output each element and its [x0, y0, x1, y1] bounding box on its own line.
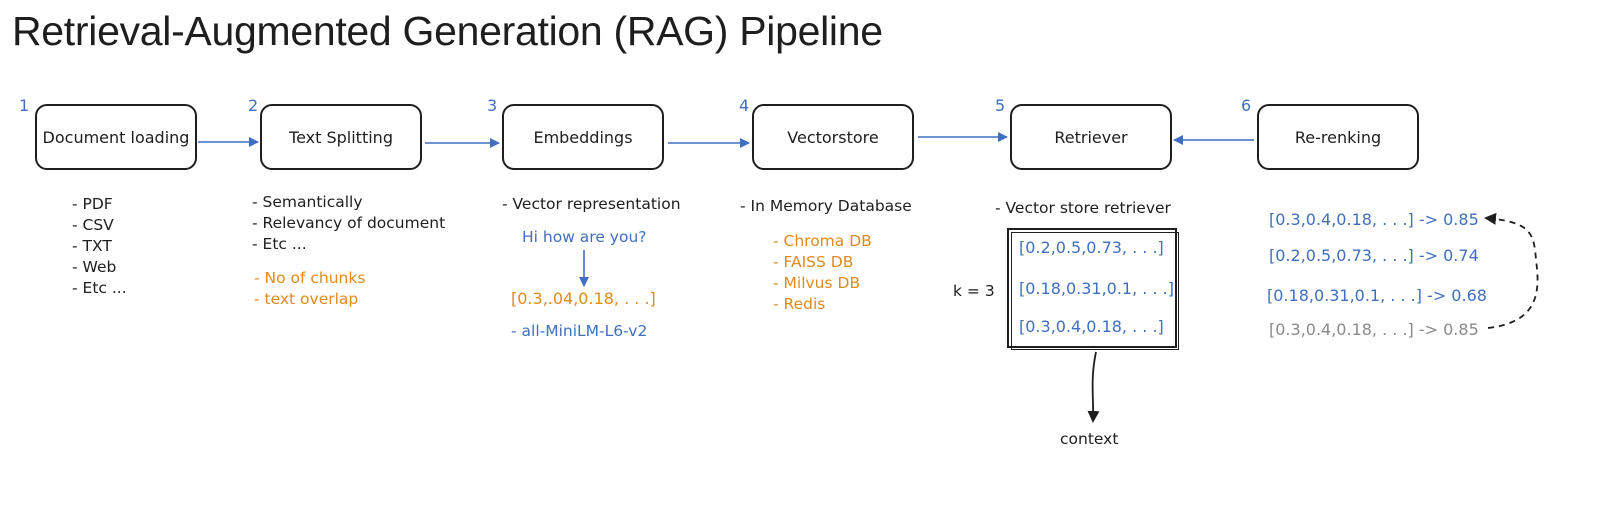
splitting-methods-list: - Semantically - Relevancy of document -… — [252, 192, 445, 255]
arrow-rerank-loop — [1484, 212, 1539, 329]
ranked-vector: [0.18,0.31,0.1, . . .] -> 0.68 — [1267, 286, 1487, 305]
step-box-reranking: Re-renking — [1257, 104, 1419, 170]
step-number: 6 — [1241, 96, 1252, 115]
context-output-label: context — [1060, 430, 1119, 448]
step-box-vectorstore: Vectorstore — [752, 104, 914, 170]
splitting-options-list: - No of chunks - text overlap — [254, 268, 365, 310]
step-number: 5 — [995, 96, 1006, 115]
list-item: - TXT — [72, 237, 112, 255]
retrieved-vector: [0.2,0.5,0.73, . . .] — [1019, 238, 1164, 257]
list-item: - Chroma DB — [773, 232, 872, 250]
embedding-model: - all-MiniLM-L6-v2 — [511, 322, 648, 340]
example-input-text: Hi how are you? — [522, 228, 647, 246]
arrow-retriever-to-context — [1087, 351, 1100, 423]
list-item: - Semantically — [252, 193, 363, 211]
list-item: - Milvus DB — [773, 274, 861, 292]
retrieved-vector: [0.3,0.4,0.18, . . .] — [1019, 317, 1164, 336]
list-item: - Web — [72, 258, 117, 276]
step-box-retriever: Retriever — [1010, 104, 1172, 170]
step-number: 2 — [248, 96, 259, 115]
list-item: - text overlap — [254, 290, 359, 308]
retrieved-results-box: [0.2,0.5,0.73, . . .] [0.18,0.31,0.1, . … — [1007, 228, 1179, 350]
list-item: - Etc ... — [72, 279, 127, 297]
retriever-description: - Vector store retriever — [995, 199, 1171, 217]
list-item: - CSV — [72, 216, 114, 234]
step-box-embeddings: Embeddings — [502, 104, 664, 170]
document-formats-list: - PDF - CSV - TXT - Web - Etc ... — [72, 194, 127, 299]
step-box-document-loading: Document loading — [35, 104, 197, 170]
page-title: Retrieval-Augmented Generation (RAG) Pip… — [12, 8, 883, 54]
vectorstore-description: - In Memory Database — [740, 197, 912, 215]
list-item: - Redis — [773, 295, 826, 313]
ranked-vector-duplicate: [0.3,0.4,0.18, . . .] -> 0.85 — [1269, 320, 1479, 339]
retrieved-vector: [0.18,0.31,0.1, . . .] — [1019, 279, 1174, 298]
list-item: - Etc ... — [252, 235, 307, 253]
list-item: - Relevancy of document — [252, 214, 446, 232]
ranked-vector: [0.3,0.4,0.18, . . .] -> 0.85 — [1269, 210, 1479, 229]
example-vector: [0.3,.04,0.18, . . .] — [511, 289, 656, 308]
ranked-vector: [0.2,0.5,0.73, . . .] -> 0.74 — [1269, 246, 1479, 265]
step-box-text-splitting: Text Splitting — [260, 104, 422, 170]
vector-db-list: - Chroma DB - FAISS DB - Milvus DB - Red… — [773, 231, 872, 315]
k-value-label: k = 3 — [953, 282, 995, 300]
list-item: - PDF — [72, 195, 113, 213]
list-item: - No of chunks — [254, 269, 366, 287]
list-item: - FAISS DB — [773, 253, 854, 271]
embeddings-description: - Vector representation — [502, 195, 681, 213]
step-number: 3 — [487, 96, 498, 115]
step-number: 1 — [19, 96, 30, 115]
step-number: 4 — [739, 96, 750, 115]
